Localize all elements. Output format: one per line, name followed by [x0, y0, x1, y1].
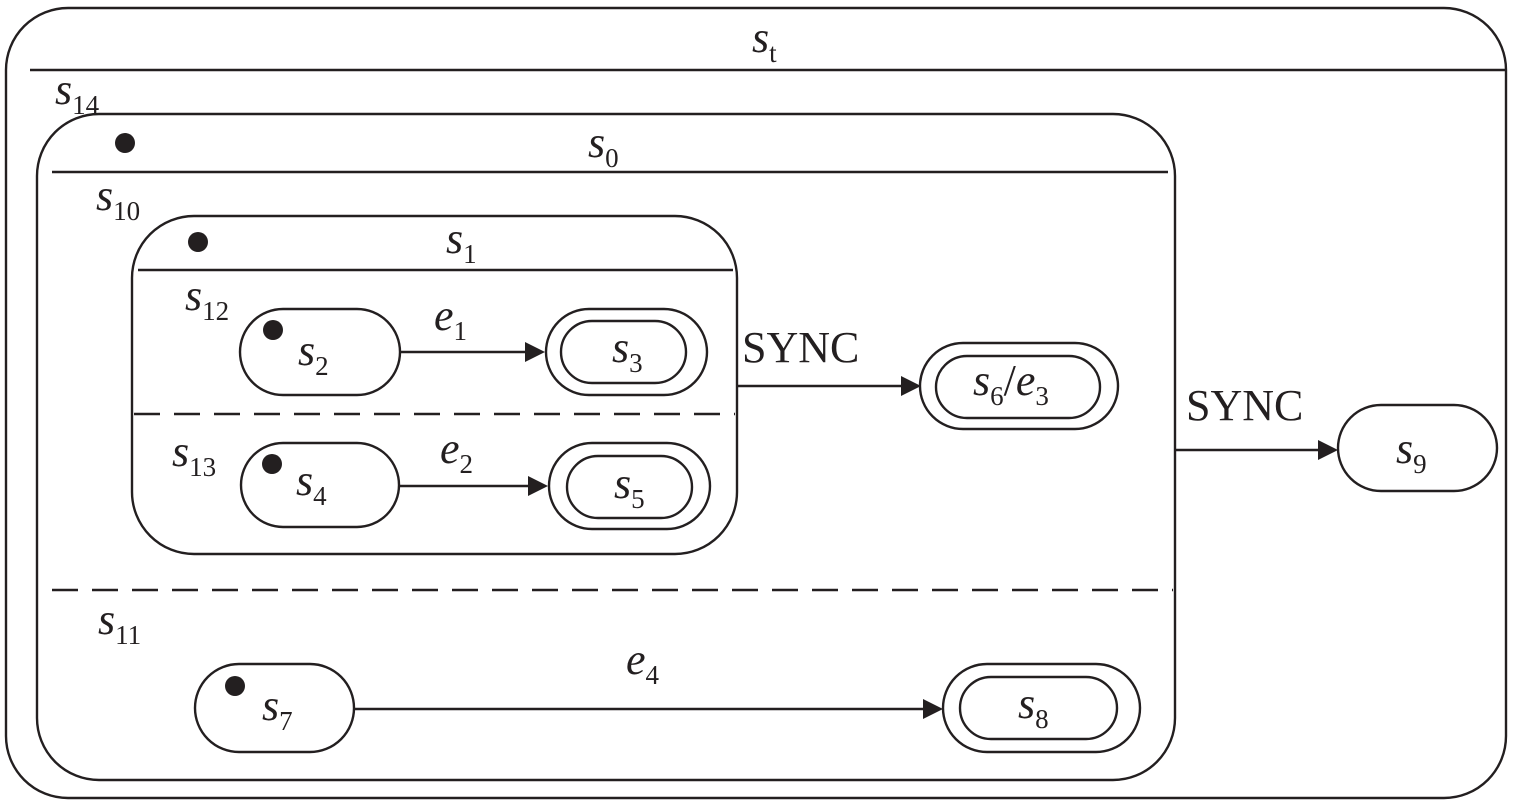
- state-s9-box: [1336, 403, 1499, 493]
- state-s6-label: s6/e3: [973, 356, 1049, 411]
- state-s0-label: s0: [588, 118, 619, 173]
- region-s12-label: s12: [185, 271, 229, 326]
- transition-e4-label: e4: [626, 635, 660, 690]
- transition-sync-outer-arrowhead: [1318, 440, 1338, 460]
- region-s14-label: s14: [55, 65, 100, 120]
- region-s13-label: s13: [172, 427, 216, 482]
- s4-initial-dot: [262, 454, 282, 474]
- state-s7-label: s7: [262, 681, 293, 736]
- state-s5-outer: [547, 441, 712, 531]
- state-s2-label: s2: [298, 326, 329, 381]
- transition-sync-inner-arrowhead: [901, 376, 921, 396]
- state-s8-inner: [958, 675, 1119, 741]
- s7-initial-dot: [225, 676, 245, 696]
- s2-initial-dot: [263, 320, 283, 340]
- transition-e4-arrowhead: [923, 699, 943, 719]
- s0-initial-dot: [115, 133, 135, 153]
- state-s6-inner: [934, 354, 1102, 420]
- region-s10-label: s10: [96, 171, 140, 226]
- transition-sync-outer-label: SYNC: [1186, 381, 1303, 430]
- state-s0-box: [35, 112, 1177, 782]
- state-s4-label: s4: [296, 456, 327, 511]
- region-s11-label: s11: [98, 595, 141, 650]
- state-s1-label: s1: [446, 214, 477, 269]
- state-s8-label: s8: [1018, 679, 1049, 734]
- s1-initial-dot: [188, 232, 208, 252]
- state-s6-outer: [918, 341, 1120, 431]
- transition-sync-inner-label: SYNC: [742, 323, 859, 372]
- state-s8-outer: [941, 662, 1142, 754]
- transition-e1-label: e1: [434, 291, 467, 346]
- transition-e2-arrowhead: [528, 476, 548, 496]
- state-s5-label: s5: [614, 459, 645, 514]
- transition-e2-label: e2: [440, 424, 473, 479]
- state-s1-box: [130, 214, 739, 556]
- state-st-box: [4, 6, 1508, 800]
- transition-e1-arrowhead: [525, 342, 545, 362]
- state-st-label: st: [752, 13, 777, 68]
- state-s3-inner: [559, 319, 688, 385]
- state-s3-outer: [544, 307, 709, 397]
- state-s9-label: s9: [1396, 424, 1427, 479]
- state-s3-label: s3: [612, 323, 643, 378]
- state-s5-inner: [565, 454, 694, 520]
